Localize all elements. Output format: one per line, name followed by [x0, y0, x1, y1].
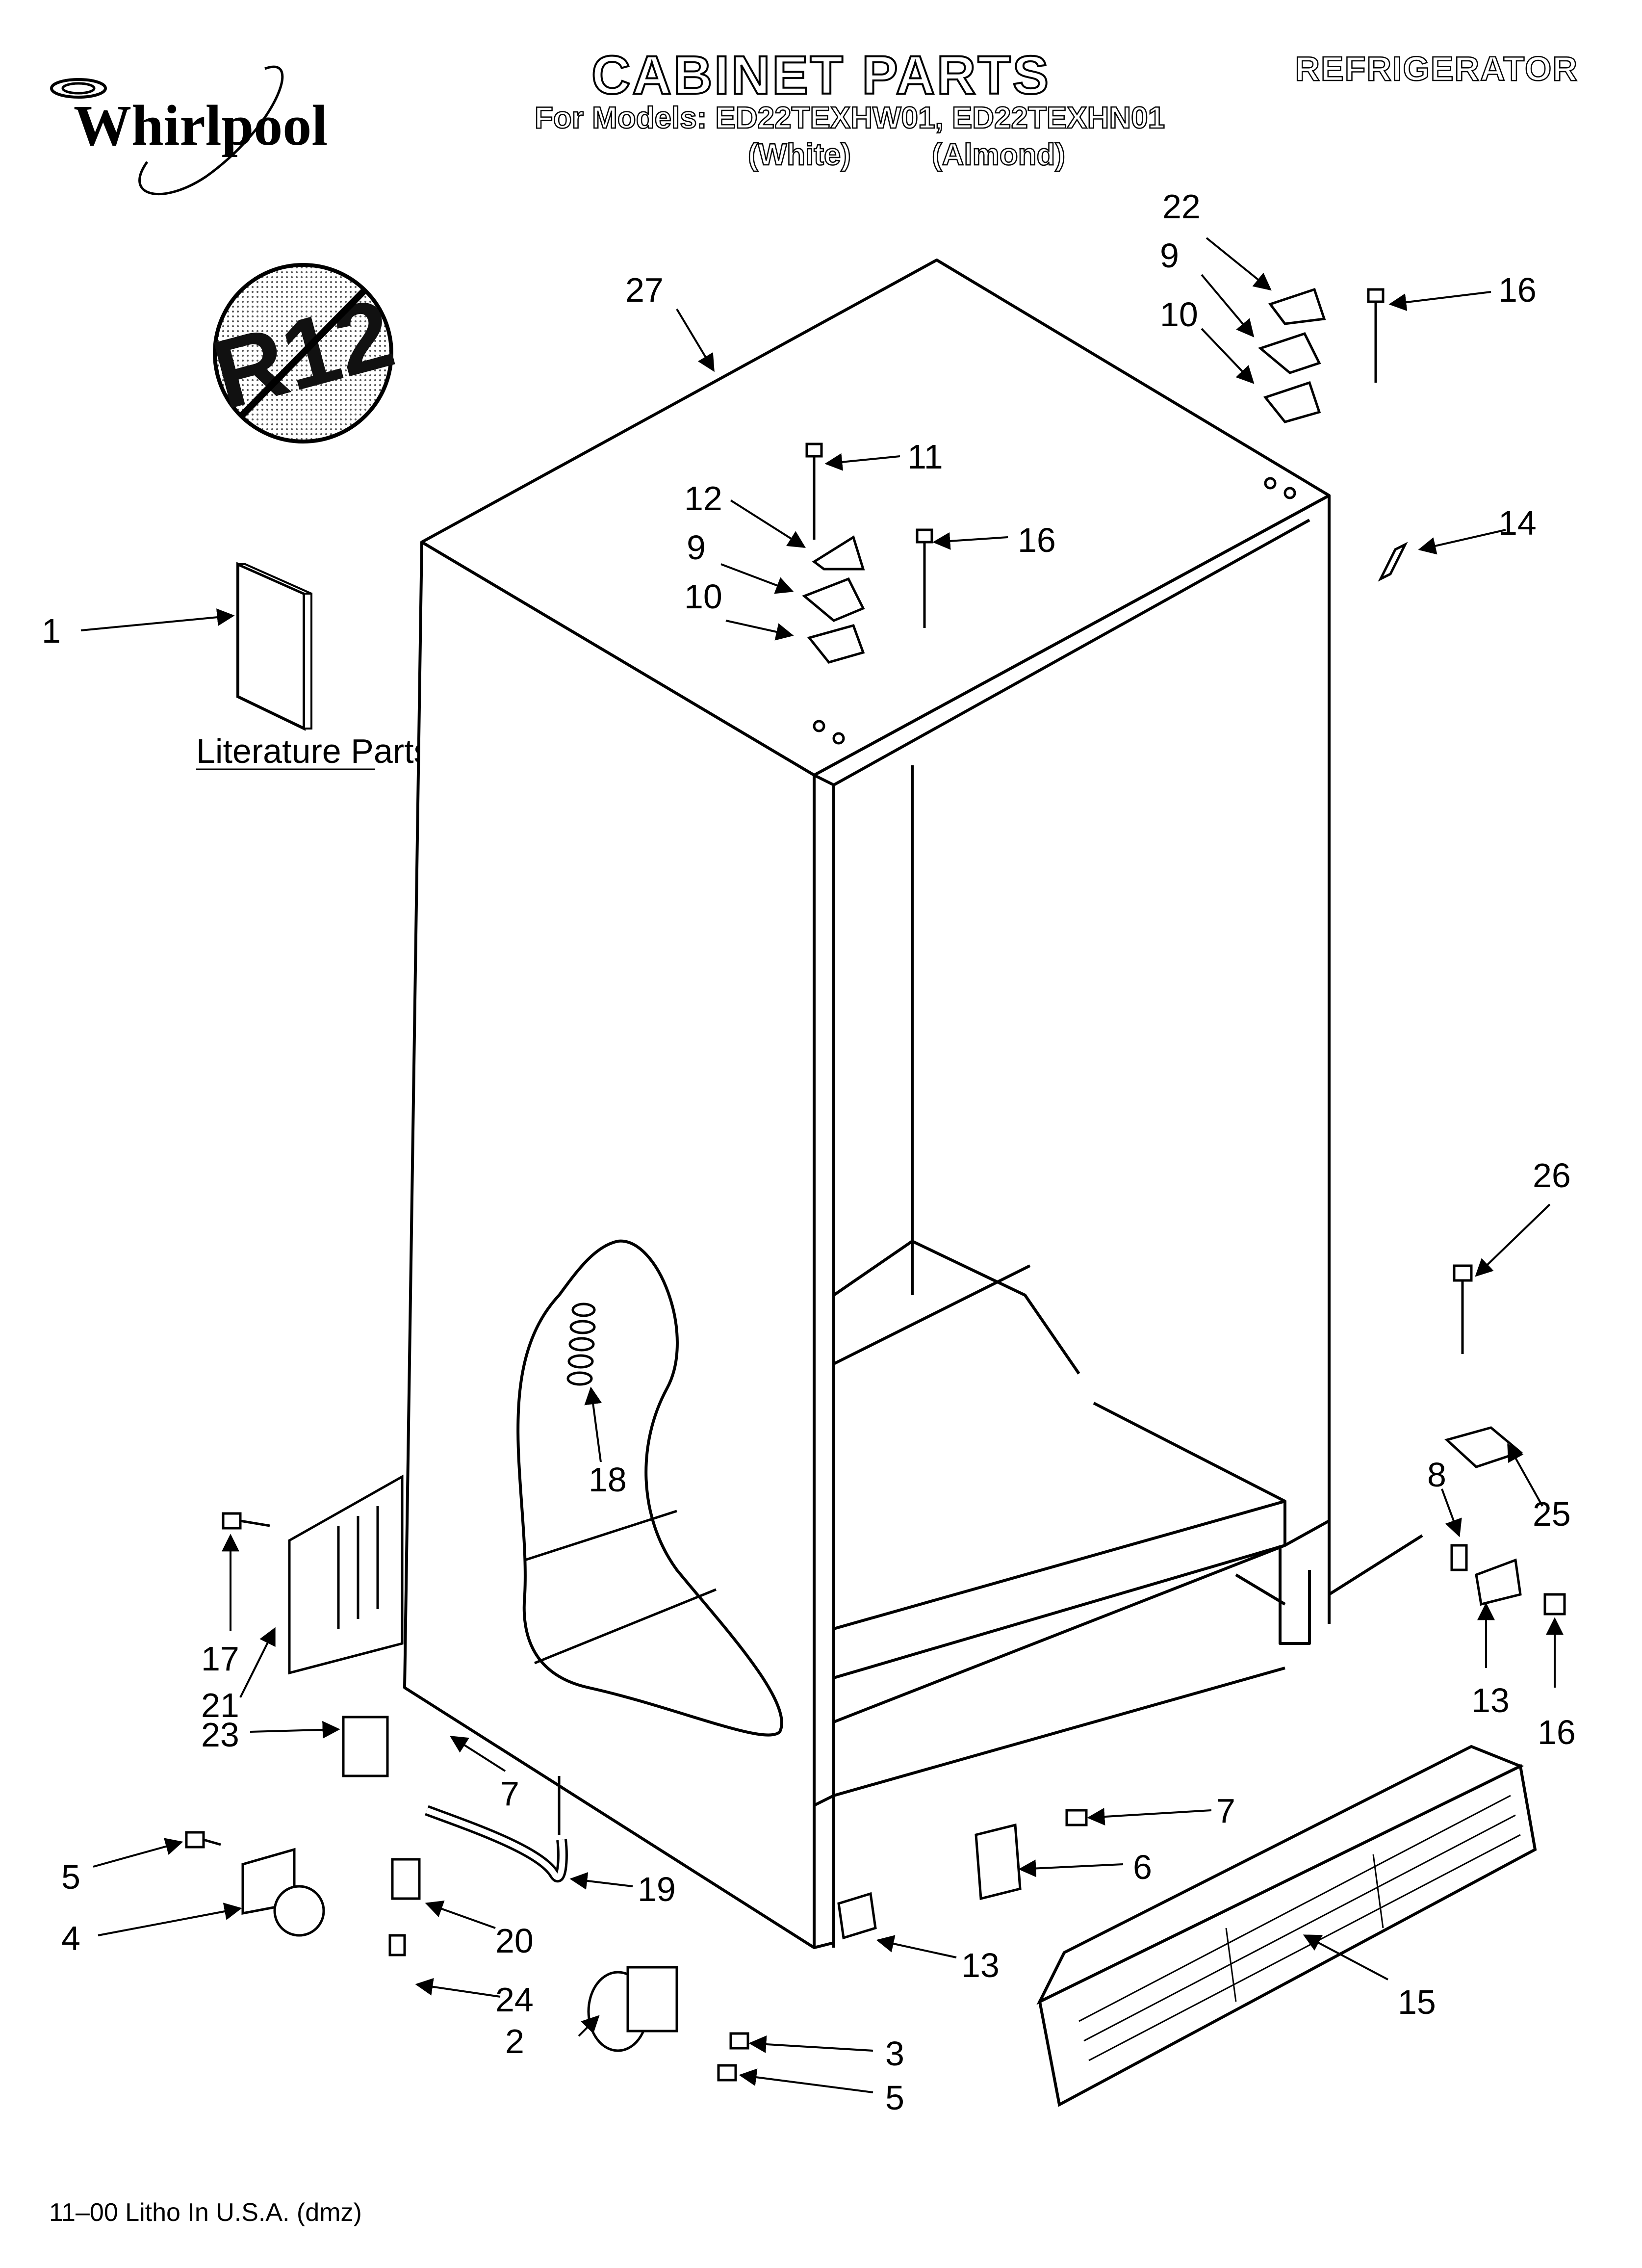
whirlpool-logo: Whirlpool — [50, 65, 328, 196]
callout-5-left: 5 — [61, 1858, 80, 1896]
callout-20: 20 — [495, 1922, 534, 1960]
callout-25: 25 — [1533, 1495, 1571, 1533]
svg-text:Whirlpool: Whirlpool — [74, 93, 328, 157]
callout-12: 12 — [684, 479, 722, 518]
callout-9-right: 9 — [1160, 236, 1179, 275]
page-title: CABINET PARTS — [590, 44, 1051, 106]
leader-lines — [80, 237, 1564, 2093]
callout-22: 22 — [1162, 187, 1201, 226]
top-hinge-center — [802, 443, 933, 745]
callout-10-right: 10 — [1160, 295, 1198, 334]
callout-27: 27 — [625, 271, 664, 309]
callout-18: 18 — [589, 1460, 627, 1499]
callout-16-center: 16 — [1018, 521, 1056, 559]
drain-hose-coil — [566, 1303, 596, 1386]
literature-booklet — [236, 562, 312, 731]
callout-7-right: 7 — [1216, 1792, 1235, 1830]
callout-7-left: 7 — [500, 1774, 519, 1813]
models-line: For Models: ED22TEXHW01, ED22TEXHN01 — [534, 101, 1166, 136]
callout-6: 6 — [1133, 1848, 1152, 1886]
callout-1: 1 — [42, 612, 61, 650]
callout-4: 4 — [61, 1919, 80, 1957]
variant-almond: (Almond) — [931, 137, 1066, 173]
cabinet-shell — [403, 259, 1423, 1949]
callout-11: 11 — [907, 438, 943, 476]
callout-5-right: 5 — [885, 2079, 904, 2117]
variant-white: (White) — [747, 137, 852, 173]
base-components — [185, 1264, 1566, 2082]
callout-26: 26 — [1533, 1156, 1571, 1195]
insulation-cutaway — [516, 1239, 783, 1737]
literature-parts-label: Literature Parts — [196, 732, 431, 770]
callout-8: 8 — [1427, 1456, 1446, 1494]
callout-2: 2 — [505, 2022, 524, 2060]
callout-13-right: 13 — [1471, 1681, 1510, 1720]
callout-13-lower: 13 — [961, 1946, 1000, 1984]
base-grille — [1036, 1745, 1537, 2107]
callout-3: 3 — [885, 2034, 904, 2073]
callout-21: 21 — [201, 1686, 239, 1724]
footer-print-info: 11–00 Litho In U.S.A. (dmz) — [49, 2198, 362, 2227]
category-label: REFRIGERATOR — [1294, 49, 1578, 89]
no-r12-badge: R12 — [202, 263, 404, 443]
callout-23: 23 — [201, 1716, 239, 1754]
callout-19: 19 — [638, 1870, 676, 1908]
callout-17: 17 — [201, 1640, 239, 1678]
callout-10-center: 10 — [684, 577, 722, 616]
top-hinge-right — [1257, 287, 1408, 582]
callout-16-lower: 16 — [1538, 1713, 1576, 1751]
callout-24: 24 — [495, 1981, 534, 2019]
callout-labels: 1 2 3 4 5 5 6 7 7 8 9 9 10 10 11 12 13 1… — [42, 187, 1576, 2117]
callout-16-right: 16 — [1498, 271, 1537, 309]
callout-9-center: 9 — [687, 528, 706, 567]
callout-15: 15 — [1398, 1983, 1436, 2021]
callout-14: 14 — [1498, 504, 1537, 542]
